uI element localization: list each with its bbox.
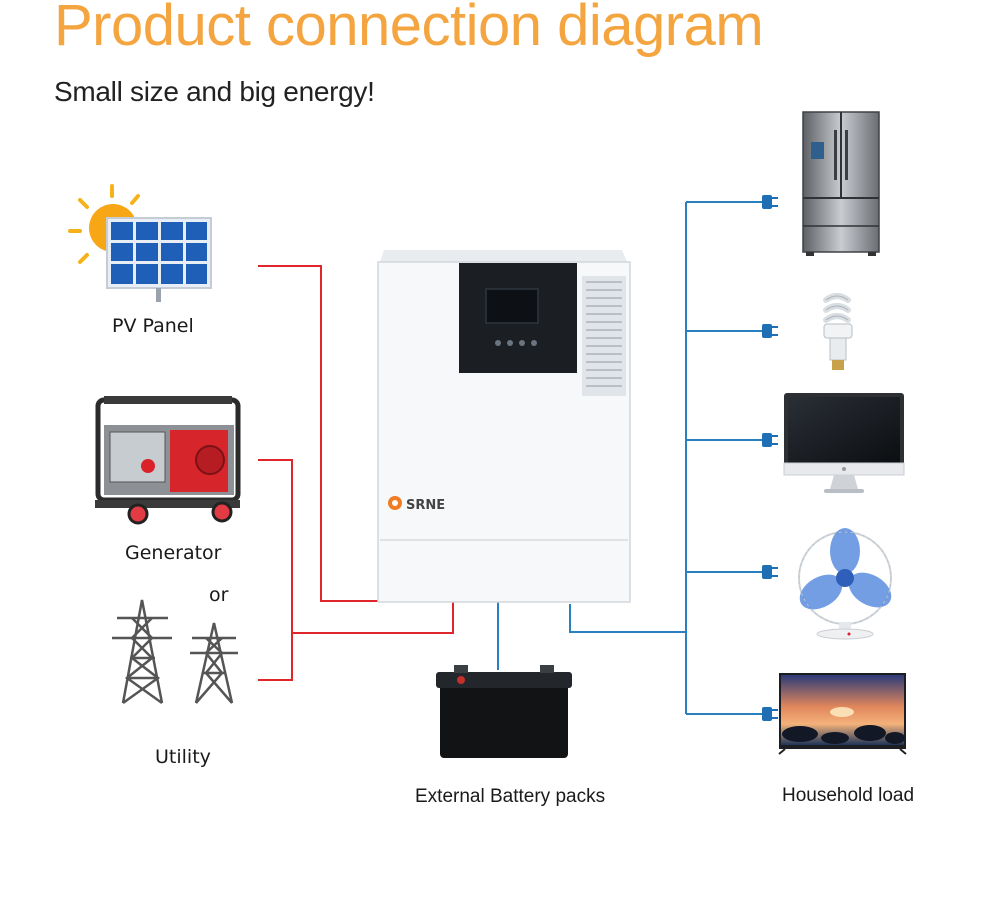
plug-icon (762, 565, 778, 579)
plug-icon (762, 195, 778, 209)
plug-icon (762, 324, 778, 338)
utility-label: Utility (155, 746, 211, 768)
generator-label: Generator (125, 542, 222, 564)
battery-label: External Battery packs (415, 786, 606, 807)
light-bulb-icon (823, 293, 853, 370)
utility-tower-icon (190, 622, 238, 704)
plug-icon (762, 707, 778, 721)
fan-icon (798, 528, 892, 640)
utility-tower-icon (112, 599, 172, 705)
plug-icon (762, 433, 778, 447)
battery-icon (436, 665, 572, 758)
inverter-unit: SRNE (377, 250, 631, 603)
inverter-brand: SRNE (406, 498, 445, 513)
television-icon (778, 673, 907, 755)
or-label: or (209, 584, 229, 606)
household-load-label: Household load (782, 785, 915, 806)
monitor-icon (783, 393, 905, 493)
pv-panel-label: PV Panel (112, 315, 194, 337)
grid-connection-line (258, 459, 454, 681)
refrigerator-icon (802, 111, 880, 256)
load-connection-line (569, 201, 766, 715)
page-subtitle: Small size and big energy! (54, 76, 375, 107)
generator-icon (95, 396, 241, 525)
page-title: Product connection diagram (54, 0, 764, 58)
solar-panel-icon (106, 217, 212, 302)
